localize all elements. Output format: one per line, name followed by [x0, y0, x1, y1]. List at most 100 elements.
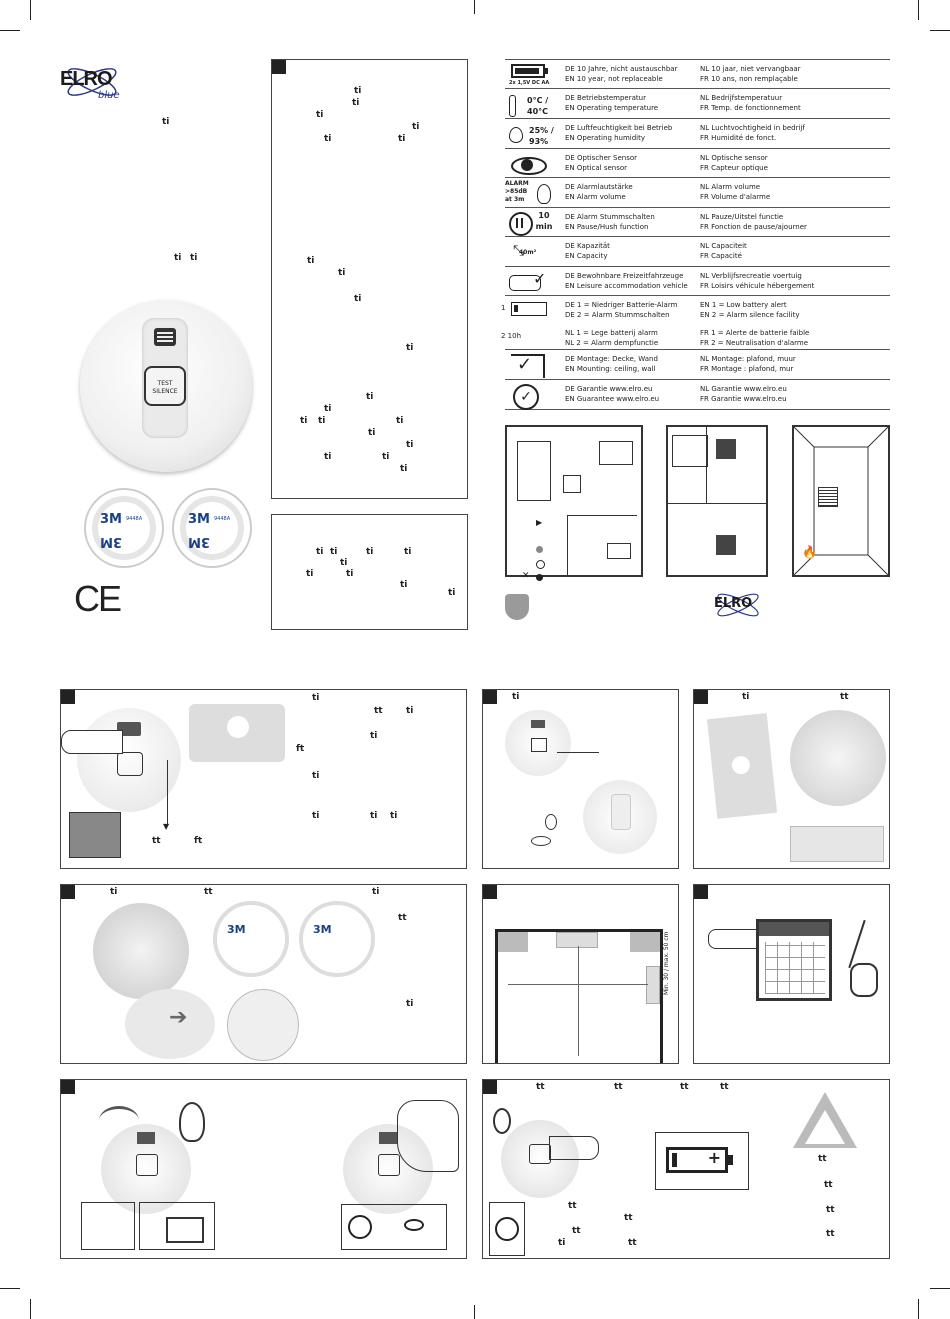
legend-arrow-icon: ▶: [536, 518, 543, 527]
finger-icon: [397, 1100, 459, 1172]
text-fragment: ti: [324, 134, 332, 144]
text-fragment: ti: [330, 547, 338, 557]
mounting-plate: [189, 704, 285, 762]
crop-mark: [918, 1299, 919, 1319]
text-fragment: ti: [312, 771, 320, 781]
test-silence-button[interactable]: TEST SILENCE: [144, 366, 186, 406]
text-fragment: ti: [390, 811, 398, 821]
section-marker: [483, 885, 497, 899]
tape-brand: 3M: [100, 512, 122, 527]
vent-icon: [154, 328, 176, 346]
floorplan-first: [666, 425, 768, 577]
text-fragment: tt: [624, 1213, 633, 1223]
pause-panel: [341, 1204, 447, 1250]
tape-disc-right: 3M 9448A 3M: [172, 488, 252, 568]
detector-back: [93, 903, 189, 999]
tape-code: 9448A: [126, 516, 143, 522]
ce-mark: CE: [74, 578, 122, 619]
pause-panel: [489, 1202, 525, 1256]
text-fragment: tt: [572, 1226, 581, 1236]
detector-side: [790, 826, 884, 862]
text-fragment: ti: [396, 416, 404, 426]
area-icon: ⤡ 40m²: [513, 243, 537, 259]
text-fragment: ti: [324, 404, 332, 414]
detector-small: [505, 710, 571, 776]
text-fragment: ti: [558, 1238, 566, 1248]
crop-mark: [918, 0, 919, 20]
logo-text: ELRO: [60, 68, 113, 90]
section-marker: [61, 690, 75, 704]
tape-brand: 3M: [100, 534, 122, 549]
vacuum-cleaner-icon: [842, 919, 880, 1005]
caravan-icon: ✓: [505, 269, 555, 299]
text-fragment: ti: [368, 428, 376, 438]
text-fragment: ft: [296, 744, 305, 754]
text-fragment: tt: [374, 706, 383, 716]
arrow-right-icon: ➔: [169, 1005, 188, 1030]
text-fragment: tt: [536, 1082, 545, 1092]
shield-icon: [505, 594, 529, 620]
section-marker: [694, 885, 708, 899]
text-fragment: ti: [174, 253, 182, 263]
floorplan-attic: 🔥: [792, 425, 890, 577]
mounting-plate: [706, 713, 778, 819]
cooking-pot-icon: [81, 1202, 135, 1250]
info-box-bottom: [271, 514, 468, 630]
text-fragment: ti: [300, 416, 308, 426]
text-fragment: ti: [346, 569, 354, 579]
ear-icon: [179, 1102, 205, 1142]
text-fragment: ti: [190, 253, 198, 263]
crop-mark: [474, 0, 475, 14]
pause-icon: 10 min: [505, 210, 555, 240]
legend-black-dot: [536, 574, 543, 581]
text-fragment: ti: [742, 692, 750, 702]
screws-plugs-icon: [69, 812, 121, 858]
crop-mark: [930, 30, 950, 31]
tape-disc-left: 3M 9448A 3M: [84, 488, 164, 568]
step-panel-8: +: [482, 1079, 890, 1259]
fire-icon: 🔥: [802, 545, 817, 559]
legend-grey-dot: [536, 546, 543, 553]
tape-disc: 3M: [213, 901, 289, 977]
tape-code: 9448A: [214, 516, 231, 522]
detector-small: [101, 1124, 191, 1214]
floorplan-ground: [505, 425, 643, 577]
smoke-detector-illustration: TEST SILENCE: [80, 300, 252, 472]
mounting-icon: ✓: [505, 352, 555, 382]
calendar-icon: [756, 919, 832, 1001]
text-fragment: ti: [110, 887, 118, 897]
text-fragment: ti: [400, 580, 408, 590]
attic-lines: [794, 427, 888, 575]
distance-label: Min. 30 / max. 50 cm: [663, 931, 670, 995]
hush-10h-icon: 2 10h: [501, 332, 522, 340]
spec-row-battery: 2x 1,5V DC AA DE 10 Jahre, nicht austaus…: [505, 60, 890, 89]
eye-icon: [531, 836, 551, 846]
text-fragment: ti: [398, 134, 406, 144]
text-fragment: ti: [406, 440, 414, 450]
text-fragment: tt: [568, 1201, 577, 1211]
finger-icon: [549, 1136, 599, 1160]
text-fragment: ti: [340, 558, 348, 568]
text-fragment: ti: [306, 569, 314, 579]
text-fragment: tt: [614, 1082, 623, 1092]
text-fragment: ti: [412, 122, 420, 132]
text-fragment: ti: [316, 110, 324, 120]
text-fragment: ft: [194, 836, 203, 846]
section-marker: [483, 690, 497, 704]
text-fragment: ti: [448, 588, 456, 598]
text-fragment: ti: [312, 693, 320, 703]
text-fragment: tt: [680, 1082, 689, 1092]
crop-mark: [930, 1288, 950, 1289]
tape-brand: 3M: [188, 512, 210, 527]
text-fragment: tt: [824, 1180, 833, 1190]
elro-logo-small: ELRO: [708, 590, 768, 620]
text-fragment: ti: [366, 547, 374, 557]
text-fragment: tt: [720, 1082, 729, 1092]
text-fragment: tt: [826, 1229, 835, 1239]
section-marker: [61, 885, 75, 899]
